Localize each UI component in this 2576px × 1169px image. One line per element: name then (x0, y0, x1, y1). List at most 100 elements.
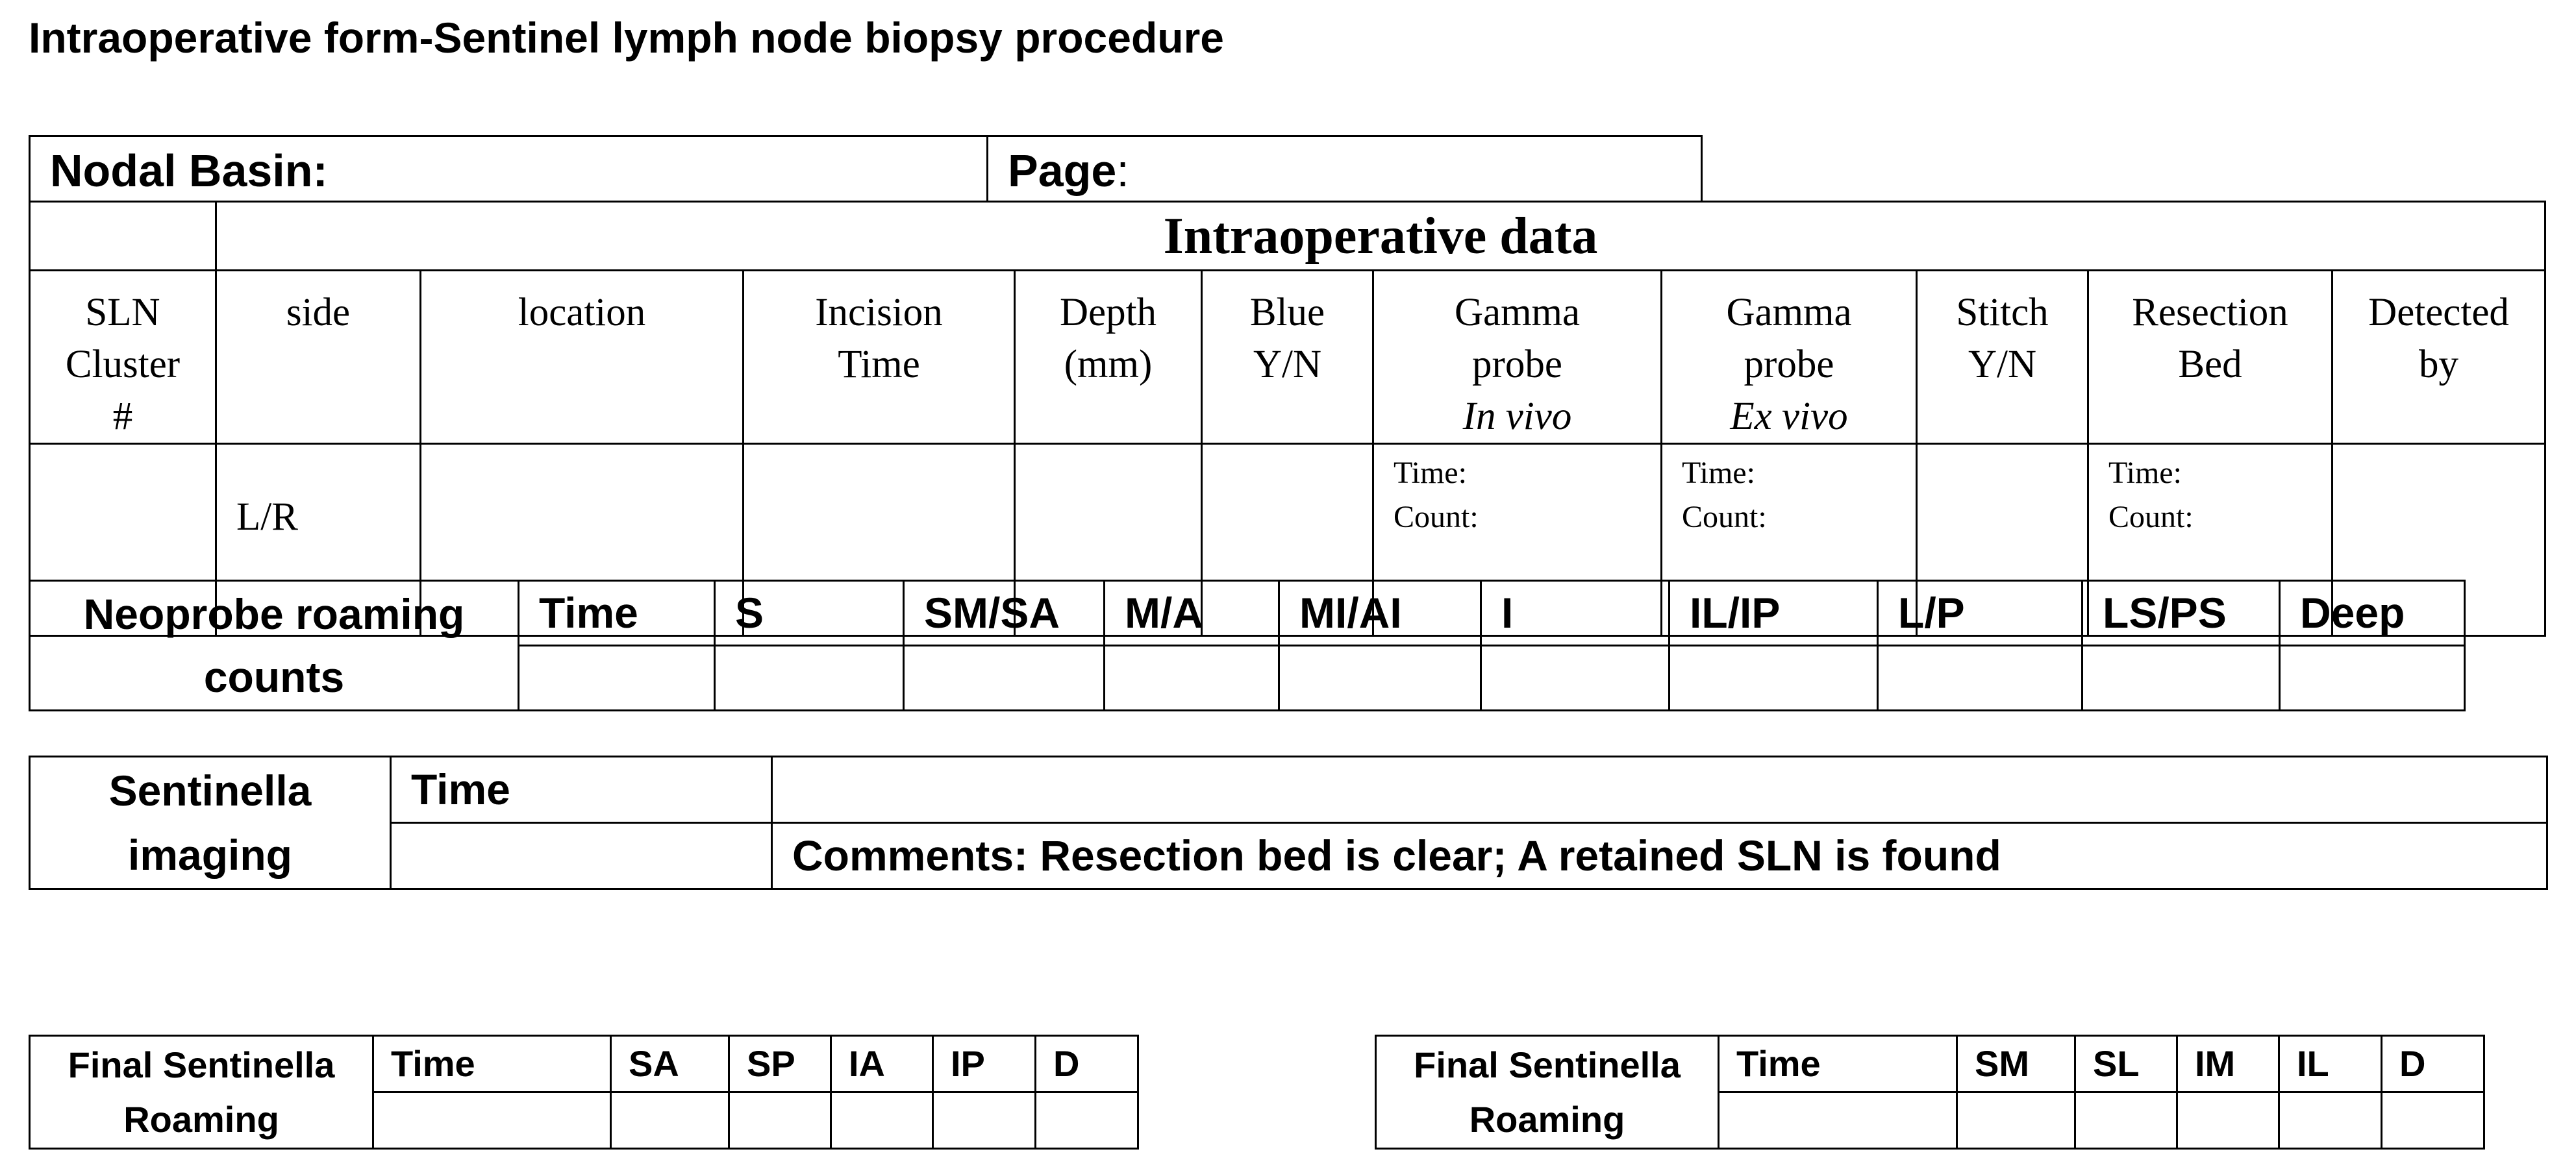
header-line: by (2419, 343, 2459, 386)
nodal-basin-field[interactable]: Nodal Basin: (29, 135, 988, 203)
header-line: Resection (2132, 291, 2288, 334)
header-line: side (286, 291, 351, 334)
intraoperative-data-title: Intraoperative data (214, 201, 2547, 271)
neo-l-p-input[interactable] (1877, 645, 2083, 711)
header-line: Y/N (1253, 343, 1322, 386)
header-line: Gamma (1726, 291, 1852, 334)
page-field[interactable]: Page: (986, 135, 1703, 203)
header-line: (mm) (1064, 343, 1153, 386)
final-right-sm-input[interactable] (1956, 1091, 2076, 1150)
side-value: L/R (236, 495, 298, 539)
blank-corner-cell (29, 201, 217, 271)
neo-header-deep: Deep (2279, 580, 2466, 646)
count-label: Count: (1394, 500, 1479, 534)
final-right-header-time: Time (1718, 1035, 1958, 1093)
sentinella-imaging-label: Sentinella imaging (29, 756, 392, 890)
col-sln-cluster: SLN Cluster # (29, 269, 217, 445)
header-line: Bed (2178, 343, 2242, 386)
header-line: Time (838, 343, 920, 386)
header-line: Blue (1249, 291, 1325, 334)
final-roaming-label: Final Sentinella Roaming (1375, 1035, 1719, 1150)
imaging-notes-input[interactable] (771, 756, 2548, 824)
neo-header-mi-ai: MI/AI (1278, 580, 1482, 646)
header-line: probe (1744, 343, 1834, 386)
imaging-time-input[interactable] (390, 822, 773, 890)
final-right-header-sl: SL (2074, 1035, 2178, 1093)
label-line: Roaming (123, 1098, 279, 1140)
page-label-group: Page: (1008, 145, 1129, 197)
header-line: Ex vivo (1730, 395, 1848, 438)
time-label: Time: (1682, 456, 1755, 490)
final-left-ia-input[interactable] (830, 1091, 934, 1150)
final-left-header-sa: SA (610, 1035, 730, 1093)
neo-i-input[interactable] (1480, 645, 1670, 711)
imaging-time-header: Time (390, 756, 773, 824)
label-line: counts (203, 652, 345, 701)
neo-header-m-a: M/A (1103, 580, 1280, 646)
header-line: Stitch (1956, 291, 2049, 334)
neo-mi-ai-input[interactable] (1278, 645, 1482, 711)
neo-header-time: Time (518, 580, 716, 646)
label-line: Final Sentinella (1414, 1044, 1681, 1085)
final-right-im-input[interactable] (2176, 1091, 2280, 1150)
final-right-sl-input[interactable] (2074, 1091, 2178, 1150)
final-right-time-input[interactable] (1718, 1091, 1958, 1150)
final-left-header-d: D (1034, 1035, 1139, 1093)
final-roaming-table-left: Final Sentinella Roaming Time SA SP IA I… (29, 1035, 1139, 1150)
final-left-sa-input[interactable] (610, 1091, 730, 1150)
neo-deep-input[interactable] (2279, 645, 2466, 711)
header-line: # (112, 395, 133, 438)
nodal-basin-label: Nodal Basin: (50, 145, 328, 196)
header-line: Depth (1059, 291, 1157, 334)
intraoperative-header-row: SLN Cluster # side location Incision Tim… (29, 269, 2547, 445)
neo-m-a-input[interactable] (1103, 645, 1280, 711)
neo-time-input[interactable] (518, 645, 716, 711)
label-line: imaging (127, 830, 292, 879)
final-roaming-label: Final Sentinella Roaming (29, 1035, 374, 1150)
label-line: Neoprobe roaming (83, 589, 465, 638)
col-stitch: Stitch Y/N (1916, 269, 2089, 445)
final-left-sp-input[interactable] (728, 1091, 832, 1150)
neo-header-ls-ps: LS/PS (2081, 580, 2281, 646)
count-label: Count: (2108, 500, 2194, 534)
neo-header-l-p: L/P (1877, 580, 2083, 646)
col-blue: Blue Y/N (1201, 269, 1374, 445)
final-left-header-sp: SP (728, 1035, 832, 1093)
neo-s-input[interactable] (714, 645, 905, 711)
header-line: Incision (815, 291, 943, 334)
page-label: Page (1008, 145, 1117, 196)
final-left-header-ia: IA (830, 1035, 934, 1093)
final-right-header-il: IL (2278, 1035, 2382, 1093)
neo-ls-ps-input[interactable] (2081, 645, 2281, 711)
final-right-header-d: D (2381, 1035, 2485, 1093)
neo-header-i: I (1480, 580, 1670, 646)
final-left-ip-input[interactable] (932, 1091, 1036, 1150)
final-right-header-im: IM (2176, 1035, 2280, 1093)
final-right-il-input[interactable] (2278, 1091, 2382, 1150)
neo-header-s: S (714, 580, 905, 646)
header-line: In vivo (1462, 395, 1572, 438)
col-incision-time: Incision Time (742, 269, 1016, 445)
time-label: Time: (1394, 456, 1467, 490)
label-line: Final Sentinella (68, 1044, 335, 1085)
final-left-d-input[interactable] (1034, 1091, 1139, 1150)
col-gamma-ex-vivo: Gamma probe Ex vivo (1660, 269, 1918, 445)
label-line: Sentinella (108, 766, 312, 815)
intraoperative-table: Intraoperative data SLN Cluster # side l… (29, 201, 2547, 637)
imaging-comments[interactable]: Comments: Resection bed is clear; A reta… (771, 822, 2548, 890)
final-right-d-input[interactable] (2381, 1091, 2485, 1150)
time-label: Time: (2108, 456, 2182, 490)
sentinella-imaging-table: Sentinella imaging Time Comments: Resect… (29, 756, 2548, 890)
neo-il-ip-input[interactable] (1668, 645, 1879, 711)
header-line: probe (1472, 343, 1562, 386)
neo-header-sm-sa: SM/SA (903, 580, 1105, 646)
header-line: Y/N (1968, 343, 2037, 386)
final-left-time-input[interactable] (372, 1091, 612, 1150)
header-line: Detected (2368, 291, 2509, 334)
neoprobe-roaming-table: Neoprobe roaming counts Time S SM/SA M/A… (29, 580, 2466, 711)
col-depth: Depth (mm) (1014, 269, 1203, 445)
neo-sm-sa-input[interactable] (903, 645, 1105, 711)
document-title: Intraoperative form-Sentinel lymph node … (29, 14, 1224, 62)
neoprobe-roaming-label: Neoprobe roaming counts (29, 580, 519, 711)
col-detected-by: Detected by (2331, 269, 2547, 445)
